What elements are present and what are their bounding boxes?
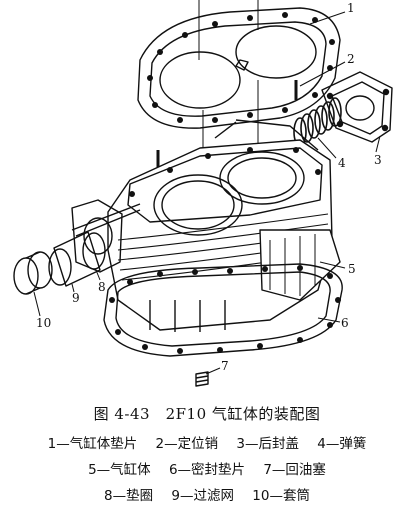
legend-row-2: 5—气缸体 6—密封垫片 7—回油塞 — [0, 458, 414, 478]
legend-item-gasket: 1—气缸体垫片 — [47, 436, 138, 452]
legend-item-spring: 4—弹簧 — [317, 436, 367, 452]
cylinder-gasket — [137, 7, 341, 129]
callout-10: 10 — [36, 316, 51, 330]
leader-lines — [33, 11, 381, 375]
rear-cover — [321, 71, 393, 143]
callout-7: 7 — [221, 359, 229, 373]
seal-gasket — [103, 263, 343, 357]
spring — [293, 97, 342, 147]
assembly-drawing: 1 2 3 4 5 6 7 8 9 10 — [13, 0, 393, 387]
legend-item-filter: 9—过滤网 — [171, 488, 234, 504]
dowel-pin — [156, 80, 298, 168]
legend-item-oil-plug: 7—回油塞 — [263, 462, 326, 478]
callout-4: 4 — [338, 156, 346, 170]
legend-row-3: 8—垫圈 9—过滤网 10—套筒 — [0, 484, 414, 504]
legend-item-sleeve: 10—套筒 — [252, 488, 310, 504]
filter-screen — [48, 231, 106, 287]
legend-item-cylinder-block: 5—气缸体 — [88, 462, 151, 478]
washer — [71, 199, 141, 273]
callout-6: 6 — [341, 316, 349, 330]
cylinder-block — [107, 119, 341, 332]
callout-5: 5 — [348, 262, 356, 276]
callout-8: 8 — [98, 280, 106, 294]
legend-item-dowel-pin: 2—定位销 — [155, 436, 219, 452]
legend-item-seal-gasket: 6—密封垫片 — [168, 462, 246, 478]
callout-1: 1 — [347, 1, 355, 15]
legend-row-1: 1—气缸体垫片 2—定位销 3—后封盖 4—弹簧 — [0, 432, 414, 452]
legend-item-rear-cover: 3—后封盖 — [236, 436, 299, 452]
callout-9: 9 — [72, 291, 80, 305]
callout-labels: 1 2 3 4 5 6 7 8 9 10 — [36, 1, 382, 373]
callout-3: 3 — [374, 153, 382, 167]
sleeve — [13, 251, 53, 295]
callout-2: 2 — [347, 52, 355, 66]
oil-return-plug — [195, 371, 209, 387]
figure-caption: 图 4-43 2F10 气缸体的装配图 — [93, 405, 321, 423]
legend-item-washer: 8—垫圈 — [104, 488, 154, 504]
